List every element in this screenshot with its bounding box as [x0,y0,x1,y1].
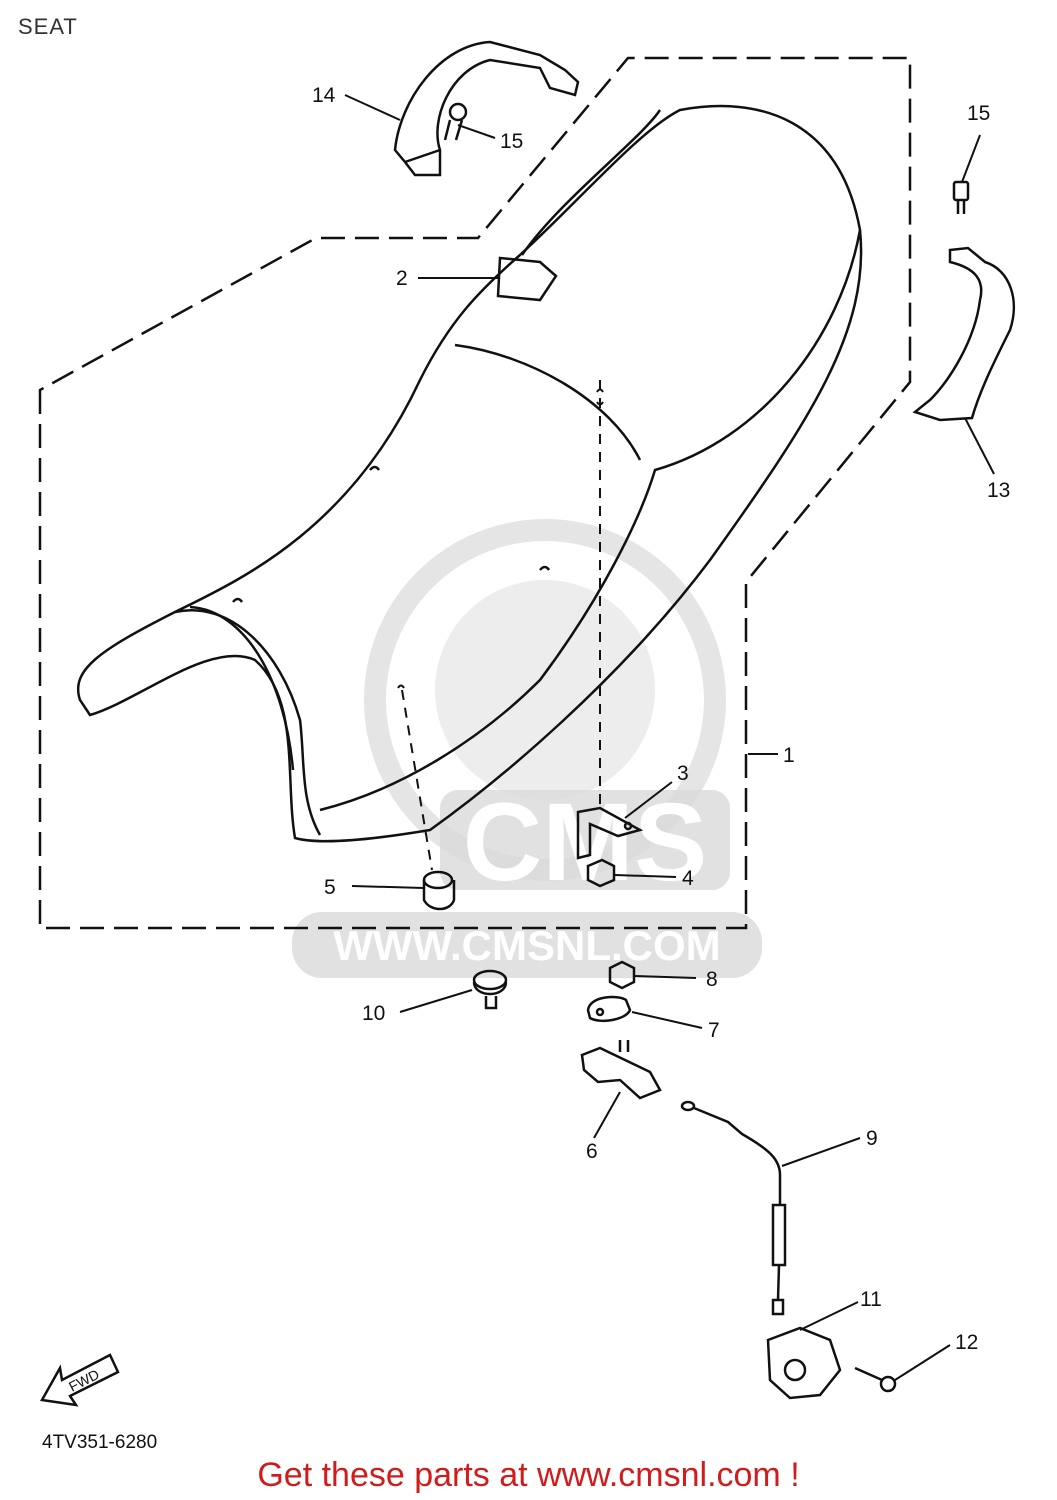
callouts: 1 2 3 4 5 6 7 8 9 10 11 12 13 14 15 15 [312,84,1010,1354]
callout-11: 11 [860,1288,882,1311]
callout-8: 8 [706,968,718,991]
callout-7: 7 [708,1019,720,1042]
callout-12: 12 [955,1331,978,1354]
part-7-plate [586,995,632,1022]
part-13-grab-strap [912,246,1015,422]
callout-14: 14 [312,84,336,107]
part-6-lock-bracket [580,1040,662,1100]
part-5-damper [422,870,456,911]
part-14-grab-strap [393,40,580,177]
watermark-url: WWW.CMSNL.COM [333,922,720,969]
seat-body [76,104,863,843]
part-12-screw [854,1366,897,1393]
page-title: SEAT [18,14,78,39]
part-4-nut [586,858,616,888]
callout-15-left: 15 [500,130,523,153]
part-10-damper [472,969,508,1010]
callout-6: 6 [586,1140,598,1163]
callout-1: 1 [783,744,795,767]
seat-assembly-outline [38,56,912,930]
callout-4: 4 [682,867,694,890]
part-3-bracket [576,806,644,860]
drawing-code: 4TV351-6280 [42,1432,158,1453]
part-15-bolt [952,180,970,214]
callout-15-right: 15 [967,102,990,125]
callout-10: 10 [362,1002,385,1025]
part-11-seat-lock [766,1326,842,1400]
callout-2: 2 [396,267,408,290]
part-9-cable [680,1100,787,1316]
callout-5: 5 [324,876,336,899]
callout-9: 9 [866,1127,878,1150]
callout-3: 3 [677,762,689,785]
leader-lines [344,94,995,1381]
fwd-arrow-icon: FWD [40,1353,120,1407]
part-8-nut [608,960,636,990]
callout-13: 13 [987,479,1010,502]
part-2-label [496,256,558,302]
watermark-brand: CMS [463,781,707,904]
promo-banner[interactable]: Get these parts at www.cmsnl.com ! [257,1456,800,1494]
guide-lines [401,380,601,871]
